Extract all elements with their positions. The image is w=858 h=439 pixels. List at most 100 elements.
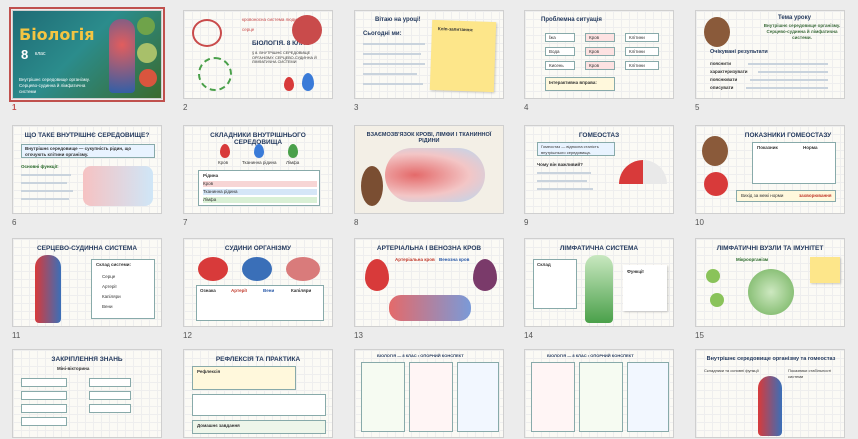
slide-thumbnail-20[interactable]: Внутрішнє середовище організму та гомеос… — [695, 349, 845, 438]
practice-table — [192, 394, 326, 416]
slide-thumbnail-4[interactable]: Проблемна ситуація Їжа Кров Клітини Вода… — [524, 10, 674, 112]
human-body-image — [109, 19, 135, 93]
slide-title: БІОЛОГІЯ — 8 КЛАС • ОПОРНИЙ КОНСПЕКТ — [547, 353, 634, 358]
slide-title: Внутрішнє середовище організму та гомеос… — [706, 356, 836, 362]
slide-title: БІОЛОГІЯ. 8 КЛАС — [252, 40, 310, 47]
slide-title: СКЛАДНИКИ ВНУТРІШНЬОГО СЕРЕДОВИЩА — [210, 132, 306, 146]
text-line — [21, 190, 73, 192]
summary-column — [627, 362, 669, 432]
verb: описувати — [710, 85, 734, 90]
slide-title: СЕРЦЕВО-СУДИННА СИСТЕМА — [36, 245, 138, 252]
slide-preview: РЕФЛЕКСІЯ ТА ПРАКТИКА Рефлексія Домашнє … — [183, 349, 333, 438]
slide-thumbnail-6[interactable]: ЩО ТАКЕ ВНУТРІШНЄ СЕРЕДОВИЩЕ? Внутрішнє … — [12, 125, 162, 227]
definition-box: Гомеостаз — відносна сталість внутрішньо… — [537, 142, 615, 156]
slide-thumbnail-2[interactable]: БІОЛОГІЯ. 8 КЛАС § 8. ВНУТРІШНЄ СЕРЕДОВИ… — [183, 10, 333, 112]
cell-box: Кров — [585, 61, 615, 70]
slide-thumbnail-17[interactable]: РЕФЛЕКСІЯ ТА ПРАКТИКА Рефлексія Домашнє … — [183, 349, 333, 438]
slide-thumbnail-18[interactable]: БІОЛОГІЯ — 8 КЛАС • ОПОРНИЙ КОНСПЕКТ — [354, 349, 504, 438]
quiz-item — [21, 404, 67, 413]
slide-number: 10 — [695, 218, 704, 227]
text-line — [758, 71, 828, 73]
slide-preview: Біологія 8 клас Внутрішнє середовище орг… — [9, 7, 165, 102]
cell-box: Кров — [585, 33, 615, 42]
blood-drop-icon — [220, 144, 230, 158]
cell-box: Клітини — [625, 61, 659, 70]
slide-preview: ЩО ТАКЕ ВНУТРІШНЄ СЕРЕДОВИЩЕ? Внутрішнє … — [12, 125, 162, 214]
slide-thumbnail-1[interactable]: Біологія 8 клас Внутрішнє середовище орг… — [9, 7, 165, 112]
slide-heading: Сьогодні ми: — [363, 31, 402, 37]
slide-title: ЗАКРІПЛЕННЯ ЗНАНЬ — [51, 356, 123, 363]
reflection-box: Рефлексія — [192, 366, 296, 390]
slide-number: 6 — [12, 218, 17, 227]
label: Мікроорганізм — [736, 257, 769, 262]
answer-item — [89, 404, 131, 413]
slide-title: Вітаю на уроці! — [375, 17, 421, 23]
slide-thumbnail-5[interactable]: Тема уроку Внутрішнє середовище організм… — [695, 10, 845, 112]
text-line — [750, 79, 828, 81]
components-table: Рідина Кров Тканинна рідина Лімфа — [198, 170, 320, 206]
circulation-diagram — [385, 148, 485, 202]
slide-title: ЛІМФАТИЧНА СИСТЕМА — [559, 245, 639, 252]
label: серце — [242, 27, 255, 32]
slide-number: 4 — [524, 103, 529, 112]
label: Артеріальна кров — [395, 257, 435, 262]
heart-illustration — [704, 172, 728, 196]
slide-subtitle: § 8. ВНУТРІШНЄ СЕРЕДОВИЩЕ ОРГАНІЗМУ. СЕР… — [252, 51, 317, 64]
slide-preview: Внутрішнє середовище організму та гомеос… — [695, 349, 845, 438]
slide-thumbnail-11[interactable]: СЕРЦЕВО-СУДИННА СИСТЕМА Склад системи: С… — [12, 238, 162, 340]
text-line — [537, 180, 587, 182]
slide-thumbnail-3[interactable]: Вітаю на уроці! Сьогодні ми: Кліп-запита… — [354, 10, 504, 112]
slide-preview: Проблемна ситуація Їжа Кров Клітини Вода… — [524, 10, 674, 99]
definition-box: Внутрішнє середовище — сукупність рідин,… — [21, 144, 155, 158]
column-heading: Показники стабільності системи — [788, 368, 832, 379]
slide-preview: ПОКАЗНИКИ ГОМЕОСТАЗУ Показник Норма Вихі… — [695, 125, 845, 214]
slide-number: 8 — [354, 218, 359, 227]
slide-thumbnail-7[interactable]: СКЛАДНИКИ ВНУТРІШНЬОГО СЕРЕДОВИЩА Кров Т… — [183, 125, 333, 227]
slide-thumbnail-8[interactable]: ВЗАЄМОЗВ'ЯЗОК КРОВІ, ЛІМФИ І ТКАНИННОЇ Р… — [354, 125, 504, 227]
warning-box: Вихід за межі норми захворювання — [736, 190, 836, 202]
slide-title: БІОЛОГІЯ — 8 КЛАС • ОПОРНИЙ КОНСПЕКТ — [377, 353, 464, 358]
slide-thumbnail-13[interactable]: АРТЕРІАЛЬНА і ВЕНОЗНА КРОВ Артеріальна к… — [354, 238, 504, 340]
slide-title: СУДИНИ ОРГАНІЗМУ — [224, 245, 292, 252]
slide-preview: Вітаю на уроці! Сьогодні ми: Кліп-запита… — [354, 10, 504, 99]
quiz-item — [21, 417, 67, 426]
heart-image — [139, 69, 157, 87]
lymph-diagram — [198, 57, 232, 91]
slide-thumbnail-12[interactable]: СУДИНИ ОРГАНІЗМУ Ознака Артерії Вени Кап… — [183, 238, 333, 340]
slide-number: 13 — [354, 331, 363, 340]
slide-title: Тема уроку — [778, 15, 811, 21]
vein-image — [242, 257, 272, 281]
quiz-item — [21, 391, 67, 400]
verb: характеризувати — [710, 69, 748, 74]
text-line — [363, 63, 425, 65]
slide-preview: СЕРЦЕВО-СУДИННА СИСТЕМА Склад системи: С… — [12, 238, 162, 327]
slide-thumbnail-16[interactable]: ЗАКРІПЛЕННЯ ЗНАНЬ Міні-вікторина — [12, 349, 162, 438]
sticky-note: Кліп-запитання: — [429, 19, 497, 93]
slide-thumbnail-14[interactable]: ЛІМФАТИЧНА СИСТЕМА Склад Функції 14 — [524, 238, 674, 340]
slide-thumbnail-9[interactable]: ГОМЕОСТАЗ Гомеостаз — відносна сталість … — [524, 125, 674, 227]
slide-number: 12 — [183, 331, 192, 340]
slide-preview: ВЗАЄМОЗВ'ЯЗОК КРОВІ, ЛІМФИ І ТКАНИННОЇ Р… — [354, 125, 504, 214]
note-title: Кліп-запитання: — [437, 26, 474, 33]
slide-thumbnail-10[interactable]: ПОКАЗНИКИ ГОМЕОСТАЗУ Показник Норма Вихі… — [695, 125, 845, 227]
slide-thumbnail-19[interactable]: БІОЛОГІЯ — 8 КЛАС • ОПОРНИЙ КОНСПЕКТ — [524, 349, 674, 438]
slide-heading: Основні функції: — [21, 164, 59, 169]
runner-image — [137, 43, 157, 63]
slide-preview: БІОЛОГІЯ — 8 КЛАС • ОПОРНИЙ КОНСПЕКТ — [354, 349, 504, 438]
slide-preview: ЛІМФАТИЧНІ ВУЗЛИ ТА ІМУНІТЕТ Мікрооргані… — [695, 238, 845, 327]
slide-preview: СКЛАДНИКИ ВНУТРІШНЬОГО СЕРЕДОВИЩА Кров Т… — [183, 125, 333, 214]
homework-box: Домашнє завдання — [192, 420, 326, 434]
slide-heading: Очікувані результати — [710, 49, 768, 55]
slide-thumbnail-15[interactable]: ЛІМФАТИЧНІ ВУЗЛИ ТА ІМУНІТЕТ Мікрооргані… — [695, 238, 845, 340]
cell-box: Кров — [585, 47, 615, 56]
artery-image — [198, 257, 228, 281]
water-drop-icon — [302, 73, 314, 91]
cell-box: Їжа — [545, 33, 575, 42]
text-line — [748, 63, 828, 65]
text-line — [363, 83, 423, 85]
verb: пояснити — [710, 61, 731, 66]
teacher-avatar — [702, 136, 728, 166]
capillary-image — [286, 257, 320, 281]
arterial-drop-icon — [365, 259, 389, 291]
slide-topic: Внутрішнє середовище організму. Серцево-… — [763, 23, 841, 40]
